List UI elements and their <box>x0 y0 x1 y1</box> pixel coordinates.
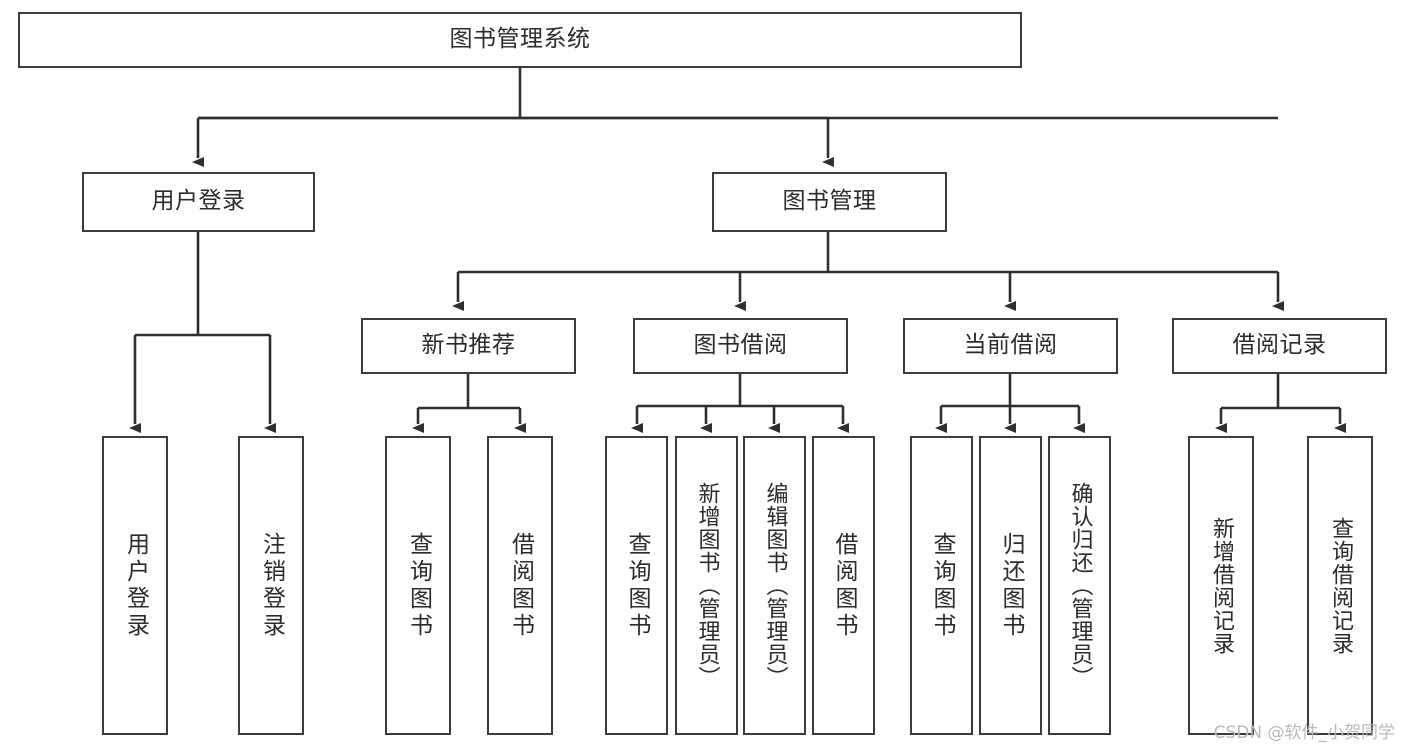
leaf-borrow-record-add[interactable]: 新增借阅记录 <box>1188 436 1254 735</box>
node-new-book-recommend-label: 新书推荐 <box>421 332 516 359</box>
leaf-current-borrow-confirm[interactable]: 确认归还（管理员） <box>1048 436 1111 735</box>
node-borrow-record-label: 借阅记录 <box>1232 332 1327 359</box>
edge-group-user-login <box>129 232 276 433</box>
node-root-label: 图书管理系统 <box>449 26 591 53</box>
leaf-label: 借阅图书 <box>507 531 534 640</box>
leaf-new-book-borrow[interactable]: 借阅图书 <box>487 436 553 735</box>
edge-group-book-borrow <box>631 374 849 433</box>
leaf-label: 编辑图书（管理员） <box>762 482 788 689</box>
leaf-current-borrow-return[interactable]: 归还图书 <box>979 436 1042 735</box>
leaf-book-borrow-add[interactable]: 新增图书（管理员） <box>675 436 738 735</box>
leaf-borrow-record-query[interactable]: 查询借阅记录 <box>1307 436 1373 735</box>
node-user-login-label: 用户登录 <box>151 188 246 215</box>
node-book-manage-label: 图书管理 <box>782 188 877 215</box>
leaf-label: 用户登录 <box>122 531 149 640</box>
leaf-book-borrow-edit[interactable]: 编辑图书（管理员） <box>743 436 806 735</box>
leaf-label: 归还图书 <box>998 531 1024 640</box>
leaf-label: 借阅图书 <box>831 531 857 640</box>
leaf-label: 确认归还（管理员） <box>1067 482 1093 689</box>
leaf-label: 查询图书 <box>405 531 432 640</box>
edge-group-new-book <box>412 374 526 433</box>
edge-group-current-borrow <box>935 374 1085 433</box>
leaf-label: 新增借阅记录 <box>1209 516 1234 655</box>
leaf-book-borrow-query[interactable]: 查询图书 <box>605 436 668 735</box>
node-current-borrow-label: 当前借阅 <box>963 332 1058 359</box>
leaf-label: 新增图书（管理员） <box>694 482 720 689</box>
leaf-user-login-login[interactable]: 用户登录 <box>102 436 168 735</box>
edge-group-borrow-record <box>1215 374 1346 433</box>
leaf-user-login-logout[interactable]: 注销登录 <box>238 436 304 735</box>
leaf-label: 查询图书 <box>624 531 650 640</box>
leaf-label: 查询图书 <box>929 531 955 640</box>
leaf-current-borrow-query[interactable]: 查询图书 <box>910 436 973 735</box>
leaf-new-book-query[interactable]: 查询图书 <box>385 436 451 735</box>
node-borrow-record[interactable]: 借阅记录 <box>1172 318 1387 374</box>
leaf-label: 注销登录 <box>258 531 285 640</box>
node-user-login[interactable]: 用户登录 <box>82 172 315 232</box>
edge-group-book-manage <box>452 232 1284 311</box>
node-new-book-recommend[interactable]: 新书推荐 <box>361 318 576 374</box>
node-book-borrow[interactable]: 图书借阅 <box>633 318 848 374</box>
leaf-book-borrow-borrow[interactable]: 借阅图书 <box>812 436 875 735</box>
leaf-label: 查询借阅记录 <box>1328 516 1353 655</box>
edge-group-root <box>192 68 1278 167</box>
node-current-borrow[interactable]: 当前借阅 <box>903 318 1118 374</box>
node-book-manage[interactable]: 图书管理 <box>712 172 947 232</box>
node-book-borrow-label: 图书借阅 <box>693 332 788 359</box>
node-root[interactable]: 图书管理系统 <box>18 12 1022 68</box>
